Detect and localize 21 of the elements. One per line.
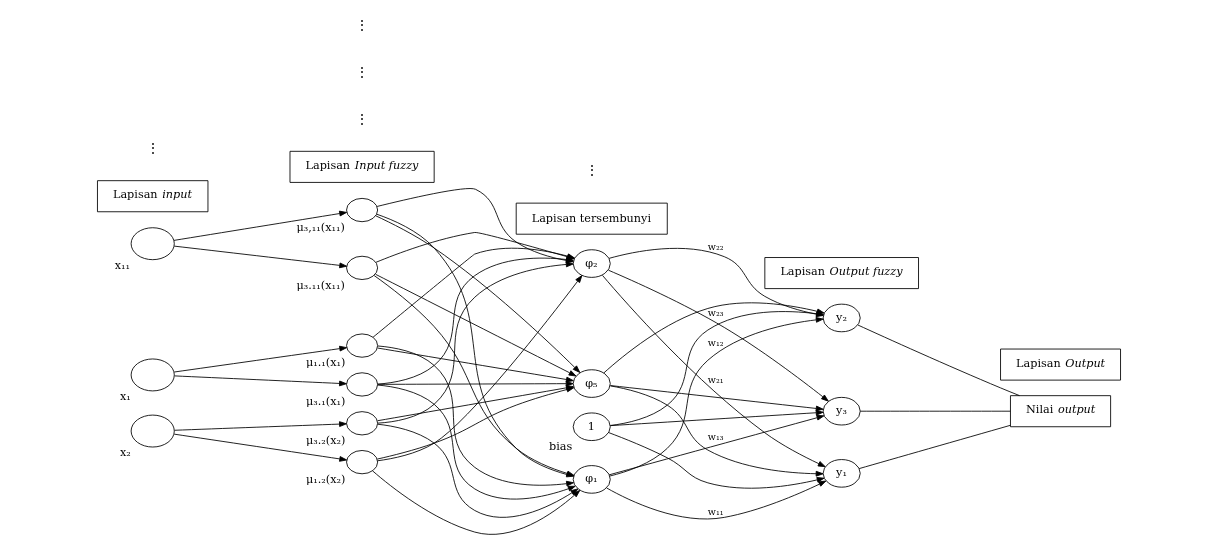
node-label: μ₃.₂(x₂) [305, 433, 345, 447]
edge-label: w₂₃ [707, 307, 724, 319]
label: ⋮ [354, 17, 369, 34]
edge-label: w₁₁ [707, 505, 724, 517]
node-label: μ₁.₁(x₁) [305, 356, 345, 370]
label: ⋮ [145, 139, 160, 156]
edge-label: w₂₂ [707, 240, 724, 252]
label: ⋮ [354, 63, 369, 80]
node-label: x₂ [119, 446, 131, 460]
node-label: μ₃.₁₁(x₁₁) [295, 278, 345, 292]
node-label: μ₃,₁₁(x₁₁) [295, 220, 345, 234]
edge-label: w₁₂ [707, 337, 724, 349]
label: ⋮ [354, 110, 369, 127]
label: ⋮ [584, 162, 599, 179]
node-label: x₁₁ [114, 258, 130, 272]
node-label: bias [548, 439, 572, 453]
edge-label: w₂₁ [707, 374, 724, 386]
edge-label: w₁₃ [707, 431, 724, 443]
node-label: x₁ [119, 389, 131, 403]
node-label: μ₁.₂(x₂) [305, 472, 345, 486]
node-label: μ₃.₁(x₁) [305, 395, 345, 409]
